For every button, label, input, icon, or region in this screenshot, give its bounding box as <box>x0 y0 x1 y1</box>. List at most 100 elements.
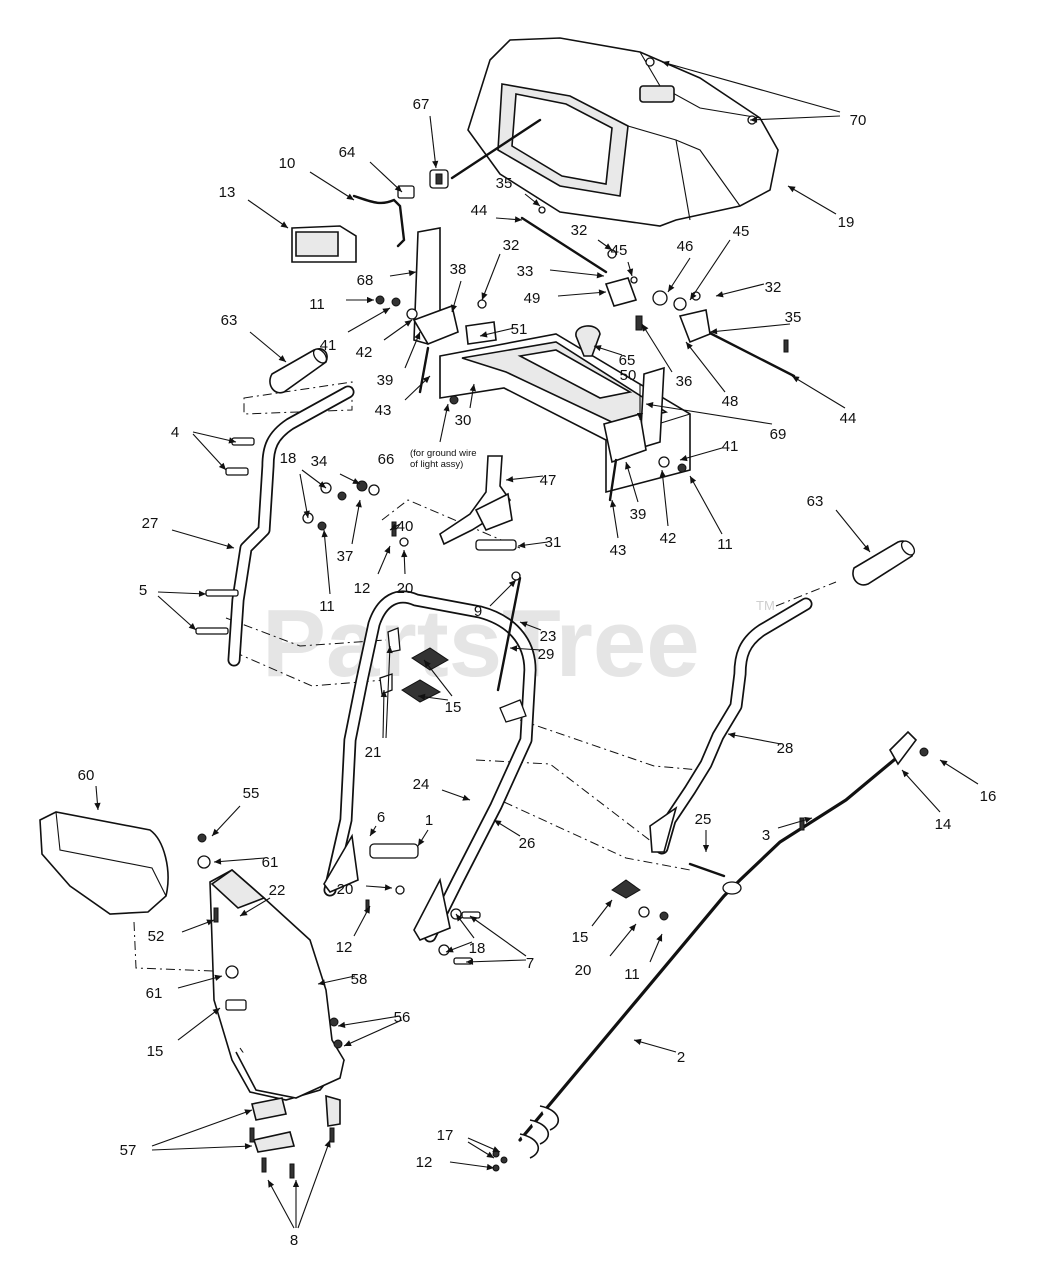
callout-label: 15 <box>445 699 462 716</box>
dash-panel <box>467 37 779 227</box>
leader-line <box>429 115 437 169</box>
shift-knob <box>575 325 601 357</box>
leader-arrowhead <box>226 543 234 550</box>
leader-line <box>213 857 266 863</box>
leader-arrowhead <box>646 402 654 409</box>
leader-line <box>249 331 287 363</box>
callout-label: 61 <box>146 985 163 1002</box>
leader-arrowhead <box>418 693 426 700</box>
callout-label: 40 <box>397 518 414 535</box>
leader-arrowhead <box>212 828 220 836</box>
leader-arrowhead <box>432 160 439 168</box>
chute-crank <box>518 730 918 1159</box>
leader-line <box>679 447 723 461</box>
leader-arrowhead <box>466 958 474 965</box>
leader-arrowhead <box>292 1180 300 1187</box>
leader-line <box>791 375 846 409</box>
callout-label: 42 <box>356 344 373 361</box>
callout-label: 3 <box>762 827 770 844</box>
leader-arrowhead <box>462 794 470 801</box>
shift-bracket <box>439 455 513 546</box>
callout-label: 63 <box>221 312 238 329</box>
leader-arrowhead <box>680 455 688 462</box>
note-66-line-2: of light assy) <box>410 459 463 470</box>
leader-arrowhead <box>470 916 478 923</box>
right-support-plate <box>603 366 665 464</box>
callout-label: 20 <box>575 962 592 979</box>
callout-label: 6 <box>377 809 385 826</box>
leader-arrowhead <box>480 331 488 338</box>
callout-label: 4 <box>171 424 179 441</box>
callout-label: 16 <box>980 788 997 805</box>
light-wire <box>450 118 542 180</box>
leader-arrowhead <box>750 116 758 123</box>
leader-arrowhead <box>214 858 222 865</box>
rod-upper <box>520 216 608 274</box>
leader-arrowhead <box>634 1038 642 1045</box>
leader-arrowhead <box>240 909 248 916</box>
callout-label: 9 <box>474 603 482 620</box>
leader-arrowhead <box>338 1021 346 1028</box>
leader-arrowhead <box>321 530 328 538</box>
leader-arrowhead <box>728 732 736 739</box>
callout-label: 31 <box>545 534 562 551</box>
leader-line <box>557 291 607 297</box>
handle-grip-right <box>852 540 916 586</box>
leader-arrowhead <box>486 1163 494 1171</box>
leader-line <box>382 689 385 739</box>
leader-arrowhead <box>456 914 463 922</box>
leader-line <box>343 1019 403 1047</box>
callout-label: 30 <box>455 412 472 429</box>
leader-arrowhead <box>344 1040 352 1046</box>
callout-label: 34 <box>311 453 328 470</box>
leader-line <box>267 1179 295 1229</box>
callout-label: 46 <box>677 238 694 255</box>
leader-line <box>549 269 605 277</box>
callout-label: 17 <box>437 1127 454 1144</box>
leader-line <box>192 433 227 471</box>
leader-arrowhead <box>303 510 310 518</box>
callout-label: 11 <box>319 598 335 615</box>
leader-arrowhead <box>446 946 454 953</box>
callout-label: 32 <box>571 222 588 239</box>
leader-line <box>177 1007 221 1041</box>
left-support-plate <box>412 227 459 345</box>
leader-arrowhead <box>604 243 612 250</box>
leader-arrowhead <box>532 199 540 206</box>
callout-label: 18 <box>469 940 486 957</box>
callout-label: 5 <box>139 582 147 599</box>
leader-line <box>689 239 731 301</box>
chute-deflector <box>39 811 169 915</box>
leader-arrowhead <box>443 404 450 412</box>
callout-label: 26 <box>519 835 536 852</box>
leader-arrowhead <box>656 934 663 942</box>
leader-arrowhead <box>363 906 370 914</box>
callout-label: 45 <box>733 223 750 240</box>
leader-line <box>347 307 391 333</box>
leader-arrowhead <box>469 384 476 392</box>
leader-arrowhead <box>404 320 412 327</box>
leader-arrowhead <box>690 292 697 300</box>
leader-arrowhead <box>268 1180 275 1188</box>
headlight-assembly <box>291 225 357 263</box>
leader-line <box>465 959 527 963</box>
leader-line <box>901 769 941 813</box>
leader-arrowhead <box>863 544 870 552</box>
leader-lines <box>94 60 979 1229</box>
leader-line <box>151 1145 253 1151</box>
leader-arrowhead <box>318 481 326 488</box>
callout-label: 20 <box>337 881 354 898</box>
leader-arrowhead <box>625 462 631 470</box>
callout-label: 1 <box>425 812 433 829</box>
leader-line <box>299 473 309 519</box>
leader-arrowhead <box>629 924 636 932</box>
callout-label: 37 <box>337 548 354 565</box>
leader-line <box>787 185 837 215</box>
leader-arrowhead <box>408 270 416 277</box>
leader-arrowhead <box>710 328 718 335</box>
leader-arrowhead <box>278 355 286 362</box>
leader-line <box>645 403 773 425</box>
leader-line <box>369 161 403 193</box>
callout-label: 36 <box>676 373 693 390</box>
callout-label: 11 <box>717 536 733 553</box>
